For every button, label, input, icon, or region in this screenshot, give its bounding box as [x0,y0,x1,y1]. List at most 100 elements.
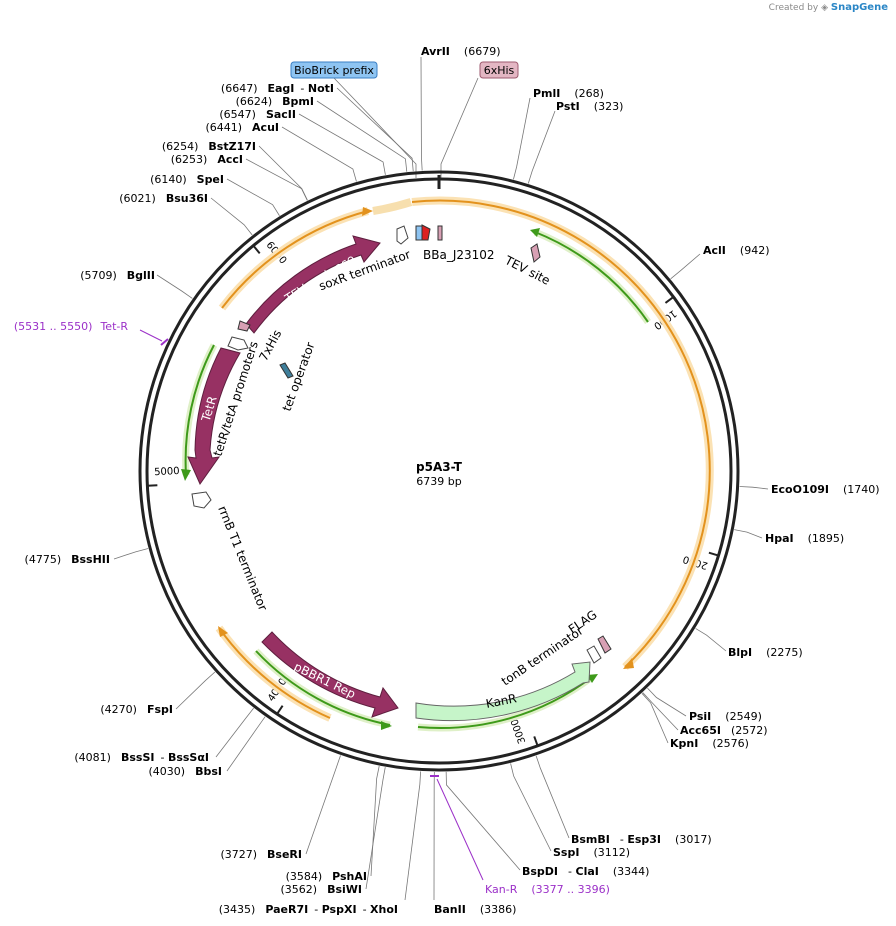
site-bsssi[interactable]: (4081)BssSI- BssSαI [74,751,209,764]
sixhis-leader [440,77,479,178]
tev-protease-arrow [245,235,381,334]
site-psti[interactable]: PstI(323) [556,100,623,113]
site-paer7i[interactable]: (3435)PaeR7I- PspXI- XhoI [219,903,398,916]
leader-spei [226,178,280,216]
leader-bsshii [113,548,149,560]
orange-arc-lower-left [218,627,331,719]
site-fspi[interactable]: (4270)FspI [100,703,173,716]
site-bsu36i[interactable]: (6021)Bsu36I [119,192,208,205]
site-acc65i[interactable]: Acc65I(2572) [680,724,768,737]
site-banii[interactable]: BanII(3386) [434,903,516,916]
green-arrowhead-top-right [530,228,540,237]
primer-kan-r: Kan-R(3377 .. 3396) [430,775,610,896]
tick-label-5000: 5000 [154,466,180,478]
leader-acc65i [642,692,679,731]
backbone-inner-ring [145,177,733,765]
site-leader-lines [113,56,769,901]
leader-bpmi [316,100,408,172]
biobrick-prefix-glyph [415,225,423,241]
tick-label-3000: 3000 [509,717,528,745]
badge-6xhis: 6xHis [479,61,519,79]
badge-biobrick-prefix: BioBrick prefix [290,61,378,79]
site-bpmi[interactable]: (6624)BpmI [236,95,314,108]
leader-paer7i [404,771,422,901]
site-eagi[interactable]: (6647)EagI- NotI [221,82,334,95]
site-psii[interactable]: PsiI(2549) [689,710,762,723]
leader-sspi [510,763,552,852]
site-avrii[interactable]: AvrII(6679) [421,45,500,58]
orange-arrowhead-top [362,207,373,216]
label-tet-operator: tet operator [280,340,318,413]
kan-r-primer-label[interactable]: Kan-R(3377 .. 3396) [485,883,610,896]
leader-bsssi [215,707,254,758]
label-rrnb: rrnB T1 terminator [215,504,270,613]
green-arrowhead-bottom [381,721,392,730]
green-arc-left [184,344,215,476]
small-features [191,224,612,664]
site-blpi[interactable]: BlpI(2275) [728,646,803,659]
site-bspdi[interactable]: BspDI- ClaI(3344) [522,865,649,878]
green-feature-arcs [181,228,651,732]
leader-psti [527,110,556,184]
site-kpni[interactable]: KpnI(2576) [670,737,749,750]
site-acli[interactable]: AclI(942) [703,244,770,257]
site-pmli[interactable]: PmlI(268) [533,87,604,100]
site-ecoo109i[interactable]: EcoO109I(1740) [771,483,880,496]
leader-bstz17i [258,145,308,201]
site-acci[interactable]: (6253)AccI [171,153,243,166]
orange-arc-top-left-glow [372,198,413,215]
tonb-terminator-glyph [586,645,602,664]
site-hpai[interactable]: HpaI(1895) [765,532,844,545]
primer-tet-r: (5531 .. 5550)Tet-R [14,320,169,346]
tet-r-primer-leader [139,329,163,342]
site-sacii[interactable]: (6547)SacII [219,108,296,121]
green-arc-top-right [534,231,649,323]
site-sspi[interactable]: SspI(3112) [553,846,630,859]
biobrick-badge-text: BioBrick prefix [294,64,374,77]
site-spei[interactable]: (6140)SpeI [150,173,224,186]
site-bbsi[interactable]: (4030)BbsI [149,765,222,778]
leader-pmli [513,97,531,180]
pbbr1-rep-arrow [261,631,399,718]
tick-3000 [533,736,539,747]
site-acui[interactable]: (6441)AcuI [205,121,279,134]
label-bba-j23102: BBa_J23102 [423,248,495,262]
restriction-site-labels: AvrII(6679) PmlI(268) PstI(323) AclI(942… [25,45,880,916]
leader-bsmbi [535,755,570,839]
sevenxhis-glyph [237,320,251,332]
kanr-arrow [415,661,591,722]
leader-bbsi [226,716,266,772]
site-pshai[interactable]: (3584)PshAI [286,870,367,883]
site-bsiwi[interactable]: (3562)BsiWI [280,883,362,896]
tet-r-primer-label[interactable]: (5531 .. 5550)Tet-R [14,320,128,333]
tet-promoters-glyph [227,336,249,351]
orange-arc-right-glow [411,196,714,670]
leader-sacii [298,113,386,175]
orange-arrowhead-lower-left [218,626,228,637]
leader-bsiwi [365,767,386,890]
site-bsshii[interactable]: (4775)BssHII [25,553,110,566]
leader-avrii [420,56,423,171]
leader-psii [647,687,687,717]
leader-acci [245,158,308,201]
leader-bseri [305,755,341,855]
tick-1000 [664,296,675,304]
site-bstz17i[interactable]: (6254)BstZ17I [162,140,256,153]
tick-5000 [147,484,158,487]
green-arc-bottom-left [255,650,391,726]
label-7xhis: 7xHis [256,327,284,363]
backbone-outer-ring [138,170,740,772]
orange-feature-arcs [215,196,714,722]
tet-operator-glyph [279,362,294,379]
site-bglii[interactable]: (5709)BglII [80,269,155,282]
label-pbbr1-rep: pBBR1 Rep [292,659,358,701]
leader-blpi [695,628,727,652]
plasmid-size: 6739 bp [416,475,461,488]
orange-arc-right [411,199,711,668]
site-bsmbi[interactable]: BsmBI- Esp3I(3017) [571,833,712,846]
site-bseri[interactable]: (3727)BseRI [220,848,302,861]
leader-hpai [734,529,763,539]
leader-acui [281,126,357,182]
tet-r-primer-mark [160,338,169,346]
